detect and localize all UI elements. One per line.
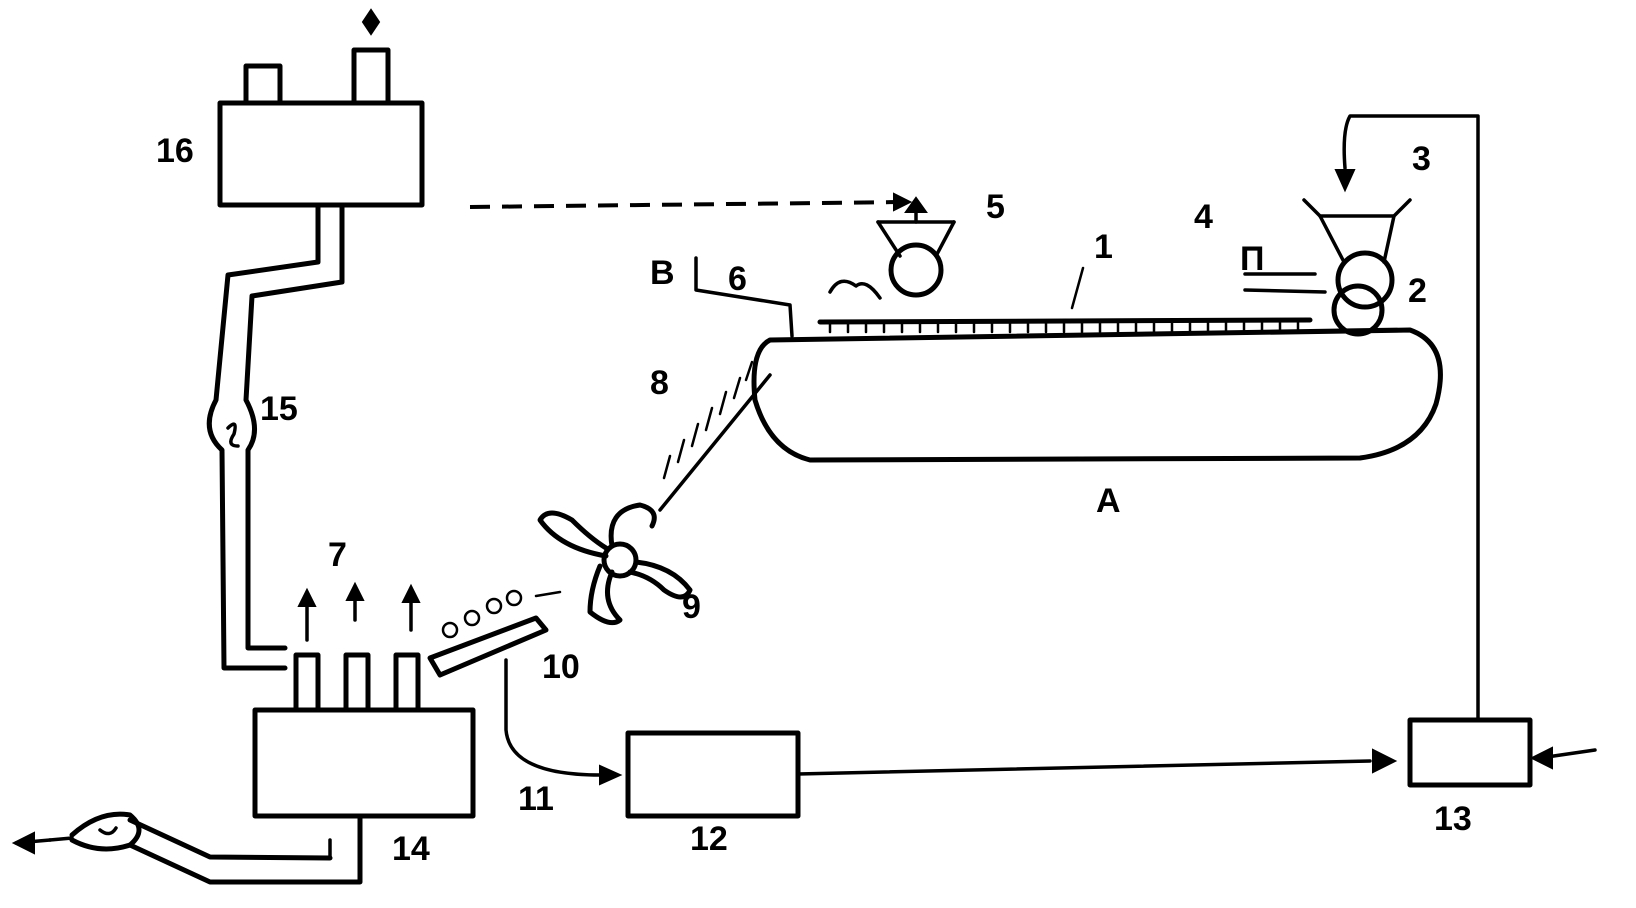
label-5: 5 xyxy=(986,188,1005,226)
label-4: 4 xyxy=(1194,198,1213,236)
label-2: 2 xyxy=(1408,272,1427,310)
label-8: 8 xyxy=(650,364,669,402)
hopper-3 xyxy=(1243,198,1412,337)
label-7: 7 xyxy=(328,536,347,574)
conveyor-10 xyxy=(427,589,562,678)
label-14: 14 xyxy=(392,830,430,868)
label-6: 6 xyxy=(728,260,747,298)
duct-15 xyxy=(206,202,345,671)
label-12: 12 xyxy=(690,820,728,858)
inlet-fan xyxy=(11,811,363,885)
unit-16-chamber xyxy=(217,8,425,208)
scraper-6 xyxy=(694,256,794,338)
hopper-5 xyxy=(828,196,956,300)
crusher-9 xyxy=(537,502,693,626)
label-1: 1 xyxy=(1094,228,1113,266)
dashed-signal-line xyxy=(469,192,913,212)
exhaust-arrow-icon xyxy=(361,8,381,36)
label-B: B xyxy=(650,254,675,292)
valve-15-icon xyxy=(226,422,240,448)
label-P: П xyxy=(1240,240,1264,278)
unit-14-chamber xyxy=(252,581,476,819)
label-16: 16 xyxy=(156,132,194,170)
line-11 xyxy=(504,658,623,786)
line-12-13 xyxy=(796,748,1398,776)
return-line-13-3 xyxy=(1334,114,1480,722)
belt-1 xyxy=(817,266,1313,334)
label-A: A xyxy=(1096,482,1121,520)
label-15: 15 xyxy=(260,390,298,428)
inlet-13 xyxy=(1529,746,1597,770)
label-10: 10 xyxy=(542,648,580,686)
label-11: 11 xyxy=(518,780,554,818)
unit-12-box xyxy=(625,730,801,819)
label-9: 9 xyxy=(682,588,701,626)
chute-8 xyxy=(658,360,772,512)
label-3: 3 xyxy=(1412,140,1431,178)
belt-body-A xyxy=(751,327,1443,463)
unit-13-box xyxy=(1407,717,1533,788)
label-13: 13 xyxy=(1434,800,1472,838)
